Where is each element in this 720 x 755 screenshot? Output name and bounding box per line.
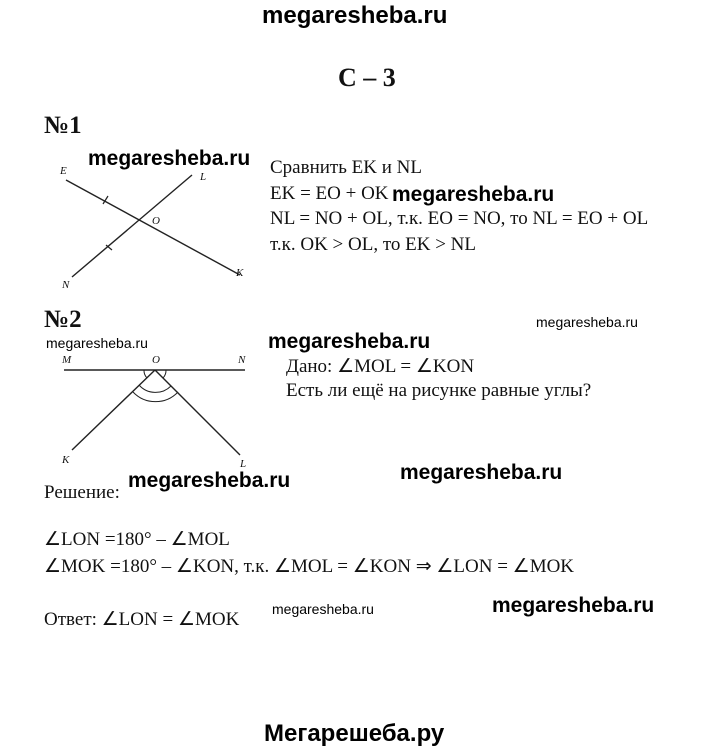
watermark-figure2: megaresheba.ru bbox=[46, 335, 148, 351]
watermark-answer-small: megaresheba.ru bbox=[272, 601, 374, 617]
task1-figure: E L O N K bbox=[59, 165, 244, 291]
label-e: E bbox=[59, 165, 67, 177]
label-o: O bbox=[152, 215, 160, 227]
segment-ek bbox=[65, 179, 241, 276]
label-k: K bbox=[235, 267, 244, 279]
arc-kol-outer bbox=[132, 391, 179, 403]
watermark-task1-text: megaresheba.ru bbox=[392, 183, 555, 206]
label-m: M bbox=[61, 354, 72, 366]
task1-line-1: Сравнить EK и NL bbox=[270, 157, 422, 178]
task2-question: Есть ли ещё на рисунке равные углы? bbox=[286, 380, 592, 401]
task2-number: №2 bbox=[44, 306, 82, 333]
site-header-watermark: megaresheba.ru bbox=[262, 2, 448, 29]
task2-figure: M O N K L bbox=[61, 354, 246, 470]
label-n2: N bbox=[237, 354, 246, 366]
task2-step-1: ∠LON =180° – ∠MOL bbox=[44, 529, 230, 550]
task2-given: Дано: ∠MOL = ∠KON bbox=[286, 356, 475, 377]
tick-no bbox=[105, 244, 113, 251]
watermark-solution-right: megaresheba.ru bbox=[400, 461, 563, 484]
watermark-answer-right: megaresheba.ru bbox=[492, 594, 655, 617]
ray-ok bbox=[71, 369, 156, 451]
label-n: N bbox=[61, 279, 70, 291]
task2-answer: Ответ: ∠LON = ∠MOK bbox=[44, 609, 240, 630]
arc-lon bbox=[162, 369, 167, 379]
task2-solution-label: Решение: bbox=[44, 482, 120, 503]
task1-number: №1 bbox=[44, 112, 82, 139]
ray-ol bbox=[154, 369, 241, 456]
label-l2: L bbox=[239, 458, 246, 470]
arc-mok bbox=[143, 369, 148, 379]
task2-step-2: ∠MOK =180° – ∠KON, т.к. ∠MOL = ∠KON ⇒ ∠L… bbox=[44, 556, 575, 577]
task1-line-4: т.к. OK > OL, то EK > NL bbox=[270, 234, 477, 255]
page-title: C – 3 bbox=[338, 63, 396, 92]
watermark-task2-right: megaresheba.ru bbox=[536, 314, 638, 330]
label-o2: O bbox=[152, 354, 160, 366]
site-footer-watermark: Мегарешеба.ру bbox=[264, 720, 445, 747]
watermark-task2-mid: megaresheba.ru bbox=[268, 330, 431, 353]
watermark-figure1: megaresheba.ru bbox=[88, 147, 251, 170]
segment-nl bbox=[71, 174, 193, 278]
arc-kol-inner bbox=[138, 384, 172, 393]
label-l: L bbox=[199, 171, 206, 183]
task1-line-3: NL = NO + OL, т.к. EO = NO, то NL = EO +… bbox=[270, 208, 649, 229]
tick-eo bbox=[102, 195, 109, 205]
task1-line-2: EK = EO + OK bbox=[270, 183, 389, 204]
label-k2: K bbox=[61, 454, 70, 466]
watermark-solution-mid: megaresheba.ru bbox=[128, 469, 291, 492]
